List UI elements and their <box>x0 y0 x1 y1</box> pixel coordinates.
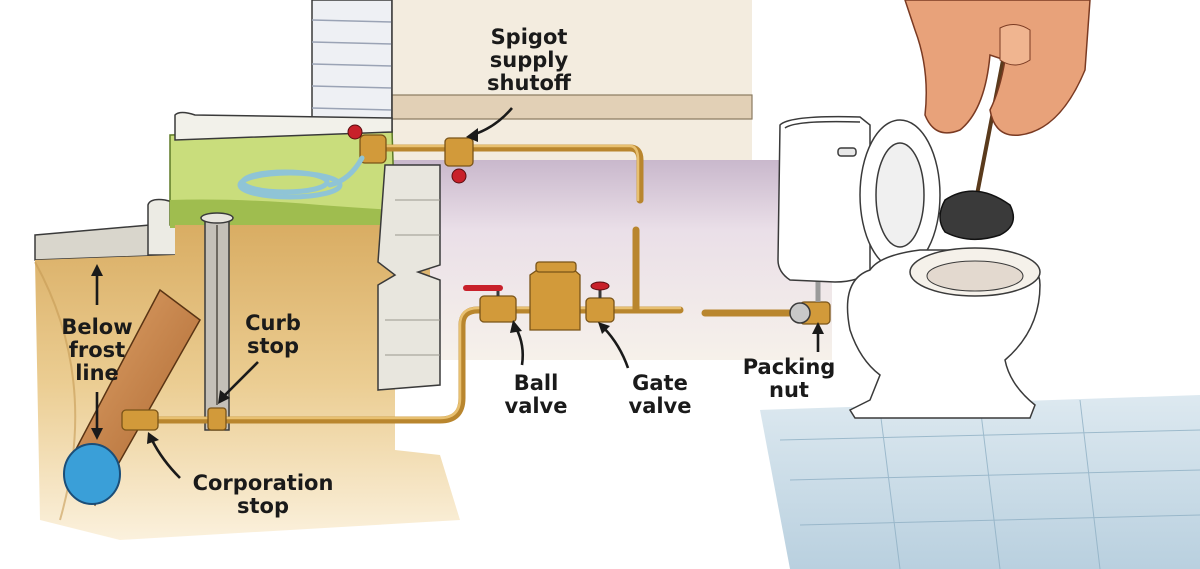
water-main <box>63 288 201 507</box>
toilet <box>777 115 1041 419</box>
spigot-shutoff-valve <box>444 137 474 167</box>
label-spigot-supply-shutoff: Spigot supply shutoff <box>487 25 571 95</box>
service-pipe <box>121 306 509 431</box>
meter-assembly <box>463 226 684 331</box>
house-siding <box>311 0 393 126</box>
hand <box>904 0 1091 137</box>
ball-valve-body <box>479 295 517 323</box>
plunger <box>939 49 1015 241</box>
gate-valve-body <box>585 297 615 323</box>
water-meter <box>529 267 581 331</box>
label-corporation-stop: Corporation stop <box>192 471 334 518</box>
outdoor-spigot <box>359 134 387 164</box>
label-ball-valve: Ball valve <box>504 371 568 418</box>
label-gate-valve: Gate valve <box>628 371 692 418</box>
garden-hose <box>237 155 365 200</box>
gate-valve-handle <box>590 281 610 291</box>
callout-arrows <box>91 107 824 479</box>
curb-stop-valve <box>207 407 227 431</box>
label-curb-stop: Curb stop <box>245 311 301 358</box>
toilet-supply <box>701 280 831 325</box>
spigot-line <box>347 124 644 204</box>
lawn <box>169 111 396 228</box>
bathroom-floor <box>760 395 1200 569</box>
label-below-frost-line: Below frost line <box>61 315 133 385</box>
foundation-wall <box>377 164 441 391</box>
corporation-stop-fitting <box>121 409 159 431</box>
label-packing-nut: Packing nut <box>742 355 836 402</box>
